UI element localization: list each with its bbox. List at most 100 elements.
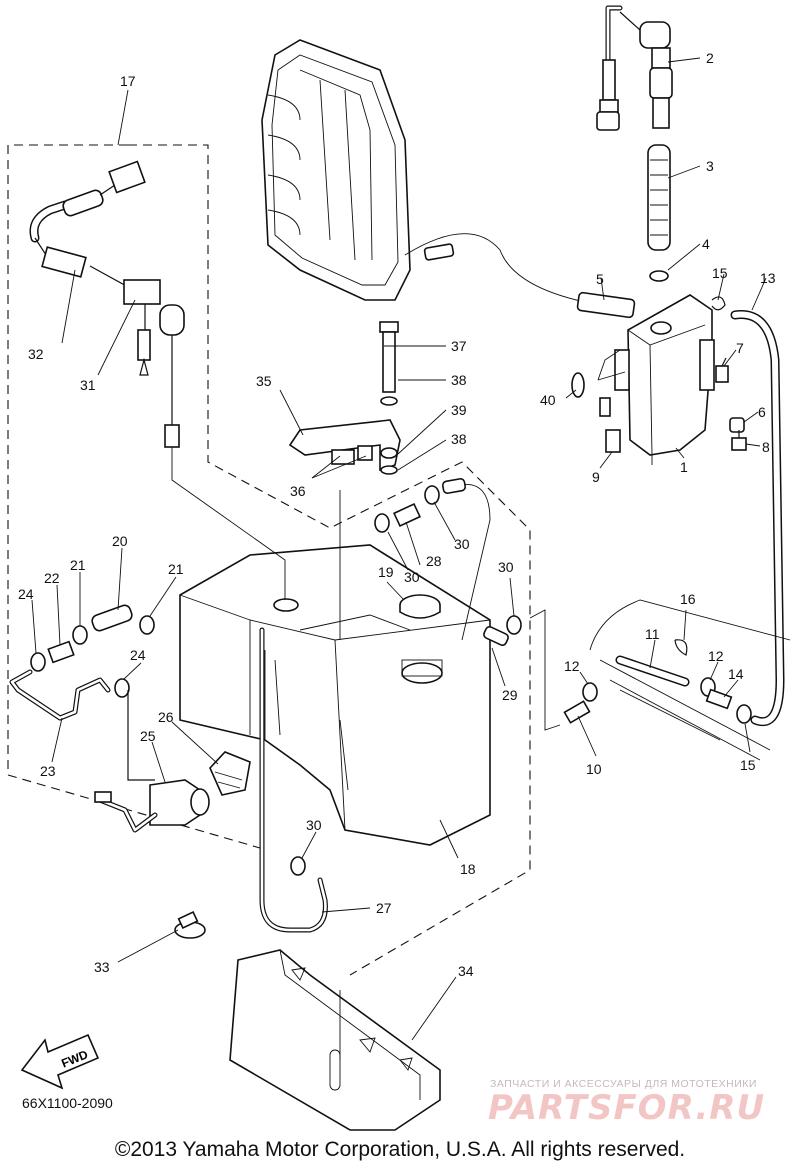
washer-38-top <box>380 396 398 406</box>
callout-40: 40 <box>540 392 556 408</box>
clamp-12 <box>582 677 716 702</box>
fuel-line-23 <box>9 669 111 721</box>
band-33 <box>174 911 206 939</box>
callout-22: 22 <box>44 570 60 586</box>
callout-33: 33 <box>94 959 110 975</box>
washer-39 <box>380 447 398 459</box>
callout-15-bottom: 15 <box>740 757 756 773</box>
hose-20 <box>91 604 133 632</box>
clip-15-top <box>711 296 726 311</box>
engine-top-cover <box>261 39 411 301</box>
callout-24-left: 24 <box>18 586 34 602</box>
callout-19: 19 <box>378 564 394 580</box>
callout-30-d: 30 <box>306 817 322 833</box>
copyright-notice: ©2013 Yamaha Motor Corporation, U.S.A. A… <box>114 1138 686 1161</box>
clamp-24 <box>30 652 130 698</box>
bracket-34 <box>229 949 441 1131</box>
vent-hose-29 <box>441 478 509 646</box>
callout-17: 17 <box>120 73 136 89</box>
bolt-37 <box>379 321 399 393</box>
callout-30-b: 30 <box>404 569 420 585</box>
callout-labels: 17 2 3 4 5 15 13 7 40 6 8 9 1 32 31 37 3… <box>18 50 776 979</box>
callout-14: 14 <box>728 666 744 682</box>
callout-29: 29 <box>502 687 518 703</box>
callout-37: 37 <box>451 338 467 354</box>
joint-10 <box>563 700 591 724</box>
callout-8: 8 <box>762 439 770 455</box>
joint-22 <box>47 640 75 664</box>
assembly-outline-17 <box>7 144 531 976</box>
callout-4: 4 <box>702 236 710 252</box>
callout-25: 25 <box>140 728 156 744</box>
callout-28: 28 <box>426 553 442 569</box>
callout-35: 35 <box>256 373 272 389</box>
fuel-filter-26 <box>209 751 251 796</box>
callout-38-bottom: 38 <box>451 431 467 447</box>
diagram-code: 66X1100-2090 <box>22 1095 113 1111</box>
hose-13 <box>730 310 785 726</box>
grommet-40 <box>571 372 585 398</box>
callout-34: 34 <box>458 963 474 979</box>
callout-13: 13 <box>760 270 776 286</box>
oil-level-gauge-2 <box>596 5 673 131</box>
callout-16: 16 <box>680 591 696 607</box>
callout-38-top: 38 <box>451 372 467 388</box>
fwd-arrow: FWD <box>20 1033 100 1090</box>
callout-31: 31 <box>80 377 96 393</box>
clamp-30-b <box>374 513 390 533</box>
bracket-35 <box>288 419 401 472</box>
callout-9: 9 <box>592 469 600 485</box>
watermark-tagline: ЗАПЧАСТИ И АКСЕССУАРЫ ДЛЯ МОТОТЕХНИКИ <box>490 1078 757 1090</box>
callout-5: 5 <box>596 271 604 287</box>
callout-12-right: 12 <box>708 648 724 664</box>
mounting-plate <box>589 599 791 761</box>
routing-line-harness <box>171 447 286 600</box>
bolt-8 <box>731 430 747 451</box>
callout-1: 1 <box>680 459 688 475</box>
watermark-brand: PARTSFOR.RU <box>488 1088 766 1128</box>
fuel-hose-27 <box>259 627 328 933</box>
clamp-30-a <box>424 485 440 505</box>
callout-7: 7 <box>736 340 744 356</box>
oil-strainer-3 <box>647 144 671 251</box>
fuel-tank-18 <box>179 544 491 846</box>
callout-20: 20 <box>112 533 128 549</box>
clip-16 <box>674 639 688 656</box>
filler-cap-19 <box>399 594 441 619</box>
callout-23: 23 <box>40 763 56 779</box>
callout-27: 27 <box>376 900 392 916</box>
callout-36: 36 <box>290 483 306 499</box>
callout-21-left: 21 <box>70 557 86 573</box>
hose-11 <box>615 655 690 687</box>
fuel-pump-25 <box>94 690 210 833</box>
routing-line-right <box>529 609 561 731</box>
callout-30-c: 30 <box>498 559 514 575</box>
callout-11: 11 <box>645 626 660 642</box>
leader-lines <box>31 57 767 1041</box>
callout-24-right: 24 <box>130 647 146 663</box>
fitting-9 <box>599 397 621 453</box>
clamp-30-c <box>506 615 522 635</box>
callout-39: 39 <box>451 402 467 418</box>
joint-14 <box>705 688 733 710</box>
callout-32: 32 <box>28 346 44 362</box>
callout-2: 2 <box>706 50 714 66</box>
fitting-7 <box>715 357 729 383</box>
callout-30-a: 30 <box>454 536 470 552</box>
fitting-28 <box>393 502 421 528</box>
callout-3: 3 <box>706 158 714 174</box>
callout-15-top: 15 <box>712 265 728 281</box>
grommet-6 <box>729 417 745 433</box>
hose-5 <box>404 233 636 319</box>
callout-12-left: 12 <box>564 658 580 674</box>
oil-tank-1 <box>614 294 715 465</box>
callout-26: 26 <box>158 709 174 725</box>
washer-38-bottom <box>380 465 398 475</box>
o-ring-4 <box>649 270 669 282</box>
clamp-15 <box>736 704 752 724</box>
clamp-21 <box>72 615 155 645</box>
callout-10: 10 <box>586 761 602 777</box>
callout-6: 6 <box>758 404 766 420</box>
callout-18: 18 <box>460 861 476 877</box>
